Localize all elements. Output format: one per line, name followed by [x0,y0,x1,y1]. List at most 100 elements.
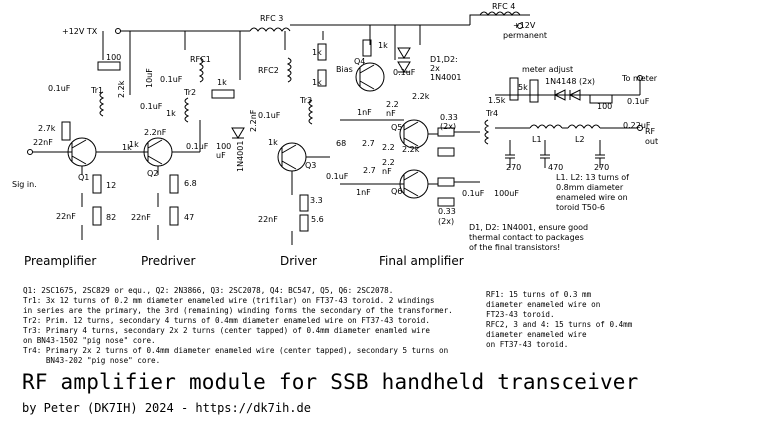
l1l2-note-3: enameled wire on [556,193,628,202]
cap-label: nF [386,109,396,118]
component-notes: Q1: 2SC1675, 2SC829 or equ., Q2: 2N3866,… [23,286,483,366]
resistor-label: 5.6 [311,215,324,224]
rf-out-label-2: out [645,137,658,146]
note-line: in series are the primary, the 3rd (rema… [23,306,453,315]
cap-label: 0.33 [440,113,458,122]
diode-note-2: 2x [430,64,440,73]
d1-rotated-diode [231,127,245,139]
rf-out-label-1: RF [645,127,656,136]
note-line: Tr2: Prim. 12 turns, secondary 4 turns o… [23,316,430,325]
to-meter-label: To meter [621,74,658,83]
note-line: BN43-202 "pig nose" core. [23,356,161,365]
cap-label: 0.1uF [140,102,163,111]
cap-label: 100uF [494,189,519,198]
cap-label: 0.22uF [623,121,651,130]
rfc-note-line: RF1: 15 turns of 0.3 mm [486,290,592,299]
resistor-label: 6.8 [184,179,197,188]
rfc3-coil [249,27,291,32]
rfc4-coil [479,11,521,16]
section-final-amplifier: Final amplifier [379,254,464,268]
resistor-label: 1k [312,78,322,87]
resistor-label: 2.7 [362,139,375,148]
cap-label: 10uF [145,68,154,88]
resistor-label: 3.3 [310,196,323,205]
q1-label: Q1 [78,173,89,182]
l1l2-note-1: L1. L2: 13 turns of [556,173,629,182]
cap-label: nF [382,167,392,176]
power-permanent-label-1: +12V [513,21,536,30]
rfc2-label: RFC2 [258,66,279,75]
rfc-note-line: FT23-43 toroid. [486,310,555,319]
l1l2-note-4: toroid T50-6 [556,203,605,212]
resistor-label: 2.2k [402,145,420,154]
q4-label: Q4 [354,57,365,66]
resistor-label: 2.2k [412,92,430,101]
bias-label: Bias [336,65,353,74]
note-line: Tr1: 3x 12 turns of 0.2 mm diameter enam… [23,296,435,305]
meter-diode-label: 1N4148 (2x) [545,77,595,86]
resistor-label: 2.7k [38,124,56,133]
cap-label: 1nF [356,188,371,197]
cap-label: 1nF [357,108,372,117]
rfc-note-line: diameter enameled wire on [486,300,601,309]
resistor-100-label: 100 [106,53,121,62]
d1-diode [397,47,411,59]
rfc-note-line: RFC2, 3 and 4: 15 turns of 0.4mm [486,320,633,329]
power-permanent-label-2: permanent [503,31,547,40]
diode-warning-1: D1, D2: 1N4001, ensure good [469,223,588,232]
cap-label: 270 [594,163,609,172]
resistor-label: 2.7 [363,166,376,175]
resistor-label: 1k [217,78,227,87]
note-line: Q1: 2SC1675, 2SC829 or equ., Q2: 2N3866,… [23,286,394,295]
tr4-coil [484,119,490,145]
cap-label: 2.2nF [144,128,167,137]
tr2-label: Tr2 [183,88,196,97]
cap-label: 22nF [131,213,151,222]
tr2-coil [184,97,190,123]
resistor-label: 2.2k [117,80,126,98]
d2-diode [397,61,411,73]
cap-label: 2.2 [382,158,395,167]
meter-adjust-label: meter adjust [522,65,573,74]
rfc1-label: RFC1 [190,55,211,64]
resistor-label: 1k [312,48,322,57]
diode-warning-3: of the final transistors! [469,243,560,252]
resistor-label: 1k [129,140,139,149]
diode-note-3: 1N4001 [430,73,461,82]
resistor-label: 1k [122,143,132,152]
resistor-label: 100 [597,102,612,111]
cap-label: 22nF [258,215,278,224]
cap-label: 2.2 [386,100,399,109]
resistor-label: 12 [106,181,116,190]
note-line: on BN43-1502 "pig nose" core. [23,336,156,345]
cap-label: 0.1uF [48,84,71,93]
rfc-notes: RF1: 15 turns of 0.3 mm diameter enamele… [486,290,756,350]
note-line: Tr4: Primary 2x 2 turns of 0.4mm diamete… [23,346,449,355]
section-preamplifier: Preamplifier [24,254,96,268]
resistor-label: 82 [106,213,116,222]
q2-label: Q2 [147,169,158,178]
l2-coil [567,124,601,129]
resistor-label: 1k [268,138,278,147]
cap-label: 22nF [56,212,76,221]
resistor-label: 5k [518,83,528,92]
l1-label: L1 [532,135,542,144]
diode-warning-2: thermal contact to packages [469,233,584,242]
page-title: RF amplifier module for SSB handheld tra… [22,370,639,394]
cap-label: 0.1uF [462,189,485,198]
rfc2-coil [286,57,292,83]
rfc1-coil [198,57,204,83]
cap-label: 0.1uF [326,172,349,181]
cap-label: 0.1uF [160,75,183,84]
byline: by Peter (DK7IH) 2024 - https://dk7ih.de [22,401,311,415]
tr1-label: Tr1 [90,86,103,95]
cap-label: 0.1uF [186,142,209,151]
resistor-label: 68 [336,139,346,148]
note-line: Tr3: Primary 4 turns, secondary 2x 2 tur… [23,326,430,335]
cap-qty-label: (2x) [438,217,454,226]
rfc-note-line: diameter enameled wire [486,330,587,339]
q4-symbol [355,62,385,92]
cap-label: 0.1uF [393,68,416,77]
cap-label: 0.1uF [258,111,281,120]
